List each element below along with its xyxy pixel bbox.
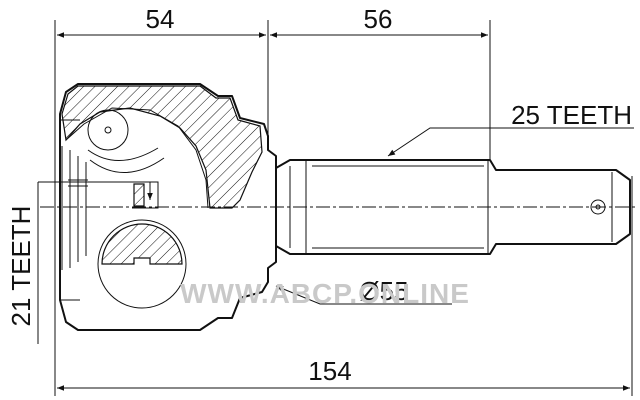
bearing-ball — [87, 109, 129, 151]
leader-25-teeth — [387, 127, 634, 157]
watermark-text: WWW.ABCP.ONLINE — [180, 278, 470, 309]
leader-21-teeth — [38, 181, 153, 200]
outer-housing — [59, 83, 277, 331]
housing-cross-section — [97, 219, 187, 309]
label-diameter: Ø55 — [359, 276, 408, 306]
housing-section-hatch — [61, 85, 263, 209]
label-21-teeth: 21 TEETH — [6, 206, 36, 327]
dim-label-154: 154 — [308, 356, 351, 386]
dim-label-56: 56 — [364, 4, 393, 34]
inner-spline-hatch — [133, 183, 145, 207]
label-25-teeth: 25 TEETH — [511, 100, 632, 130]
leader-diameter — [275, 285, 452, 305]
cross-section-hatch — [101, 223, 183, 265]
cotter-pin-hole — [590, 199, 606, 215]
extension-lines — [54, 20, 633, 396]
dim-label-54: 54 — [146, 4, 175, 34]
stub-shaft — [275, 159, 631, 255]
